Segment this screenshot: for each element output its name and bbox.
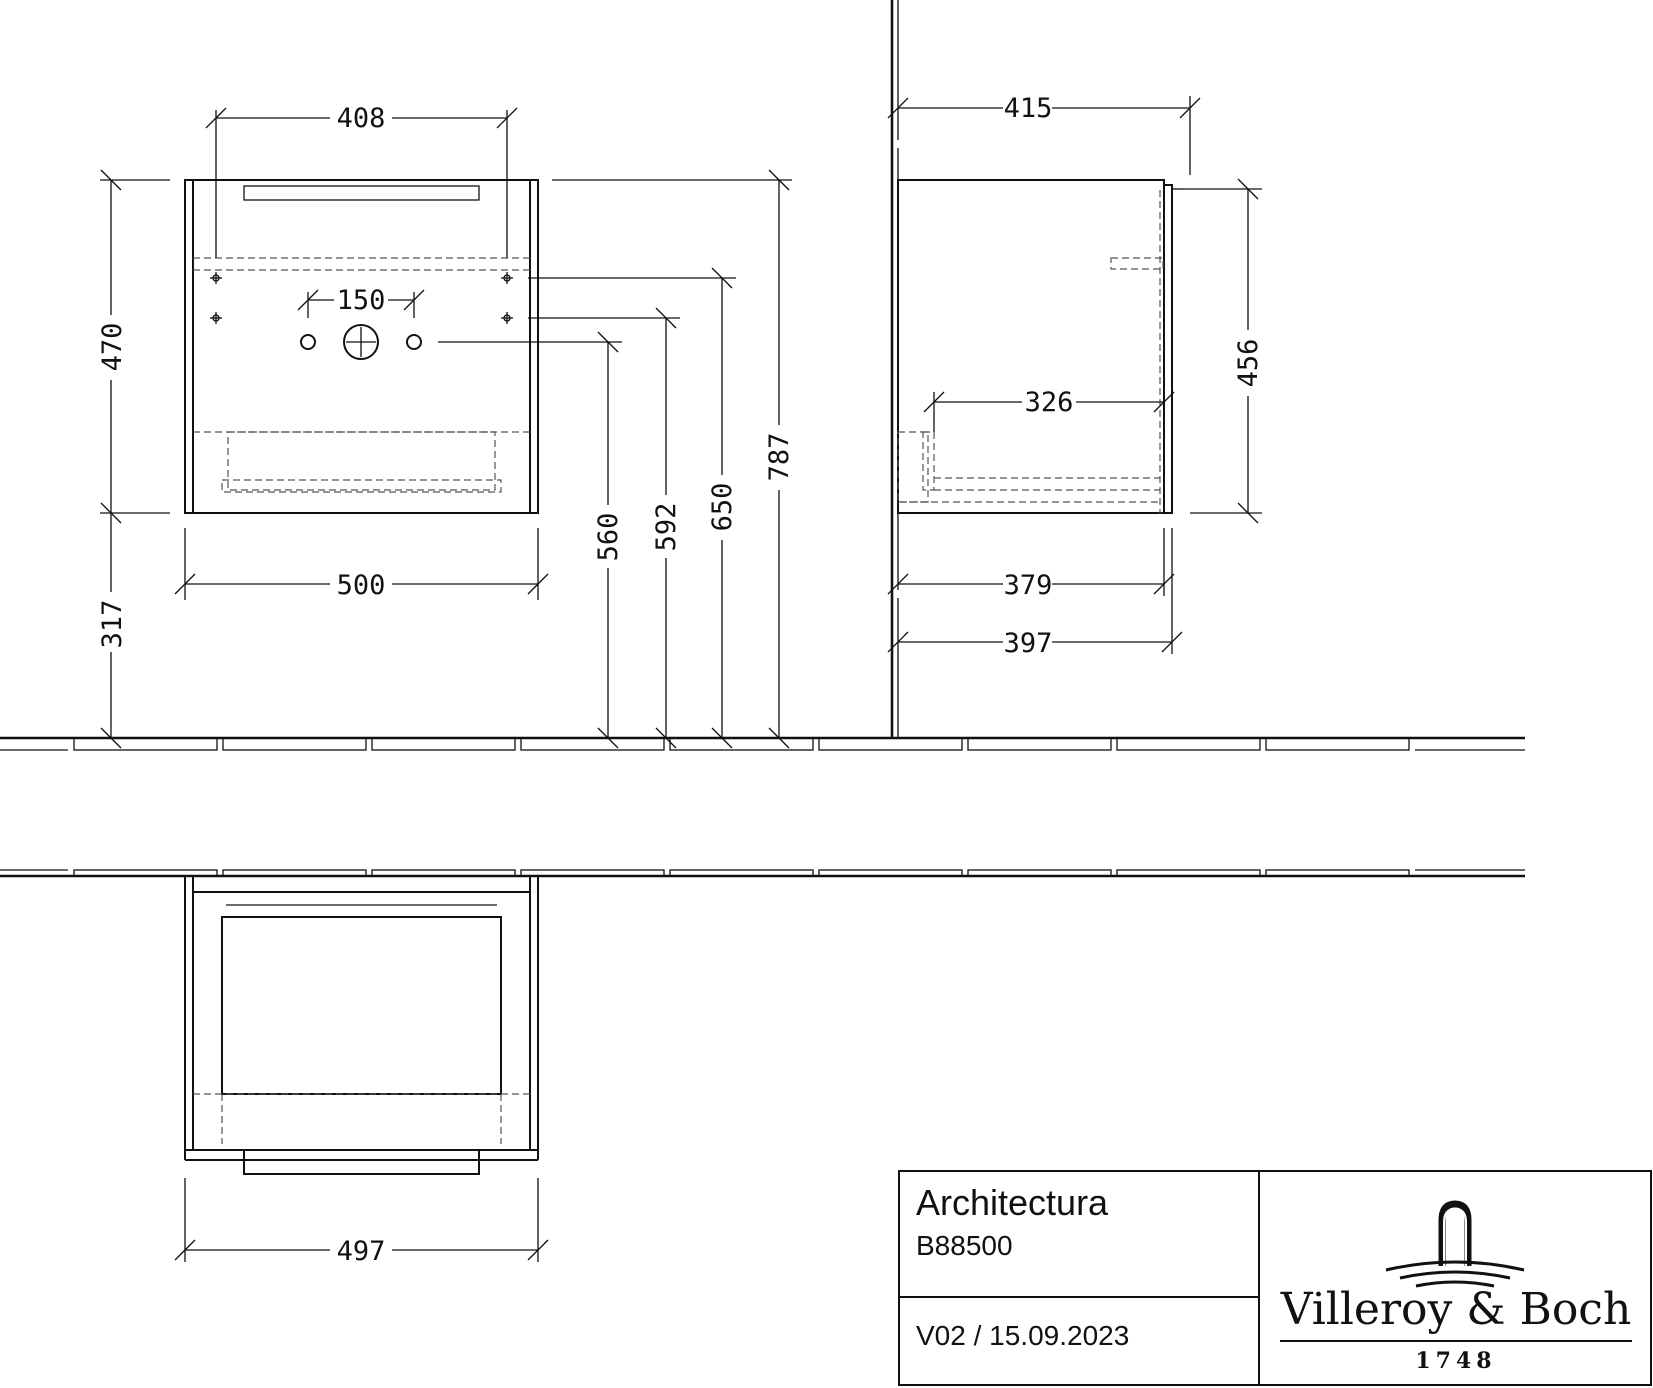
dimension-456: 456 [1233, 339, 1264, 388]
dimension-397: 397 [1004, 628, 1053, 659]
title-block-name-cell: Architectura B88500 [900, 1172, 1258, 1298]
brand-logo: Villeroy & Boch 1748 [1260, 1172, 1652, 1384]
article-code: B88500 [916, 1230, 1013, 1261]
plan-view [0, 869, 1525, 1175]
dimension-408: 408 [337, 103, 386, 134]
brand-year: 1748 [1415, 1348, 1497, 1374]
dimension-317: 317 [97, 600, 128, 649]
side-dimensions: 415 326 456 379 397 [887, 93, 1264, 659]
floor-line [0, 736, 1525, 751]
dimension-560: 560 [593, 513, 624, 562]
dimension-415: 415 [1004, 93, 1053, 124]
dimension-650: 650 [707, 483, 738, 532]
title-block: Architectura B88500 V02 / 15.09.2023 Vil… [898, 1170, 1652, 1386]
title-block-info: Architectura B88500 V02 / 15.09.2023 [900, 1172, 1260, 1384]
brand-underline [1280, 1340, 1632, 1342]
dimension-500: 500 [337, 570, 386, 601]
product-name: Architectura [916, 1182, 1109, 1223]
dimension-379: 379 [1004, 570, 1053, 601]
front-dimensions: 408 150 470 317 500 560 [97, 103, 795, 749]
supply-hole-icon [300, 334, 316, 350]
front-cabinet-outline [184, 179, 539, 514]
side-view [890, 0, 1185, 738]
front-handle [243, 185, 480, 201]
dimension-470: 470 [97, 323, 128, 372]
dimension-150: 150 [337, 285, 386, 316]
supply-hole-icon [406, 334, 422, 350]
brand-name: Villeroy & Boch [1280, 1284, 1632, 1335]
version-date: V02 / 15.09.2023 [916, 1320, 1130, 1351]
side-front-panel [1163, 184, 1173, 514]
faucet-logo-icon [1385, 1200, 1525, 1288]
side-cabinet-outline [897, 179, 1165, 514]
front-view [184, 179, 539, 514]
plan-dimensions: 497 [174, 1178, 549, 1267]
dimension-497: 497 [337, 1236, 386, 1267]
plan-handle [243, 1149, 480, 1175]
dimension-592: 592 [651, 503, 682, 552]
drain-hole-icon [343, 324, 379, 360]
dimension-326: 326 [1025, 387, 1074, 418]
dimension-787: 787 [764, 433, 795, 482]
